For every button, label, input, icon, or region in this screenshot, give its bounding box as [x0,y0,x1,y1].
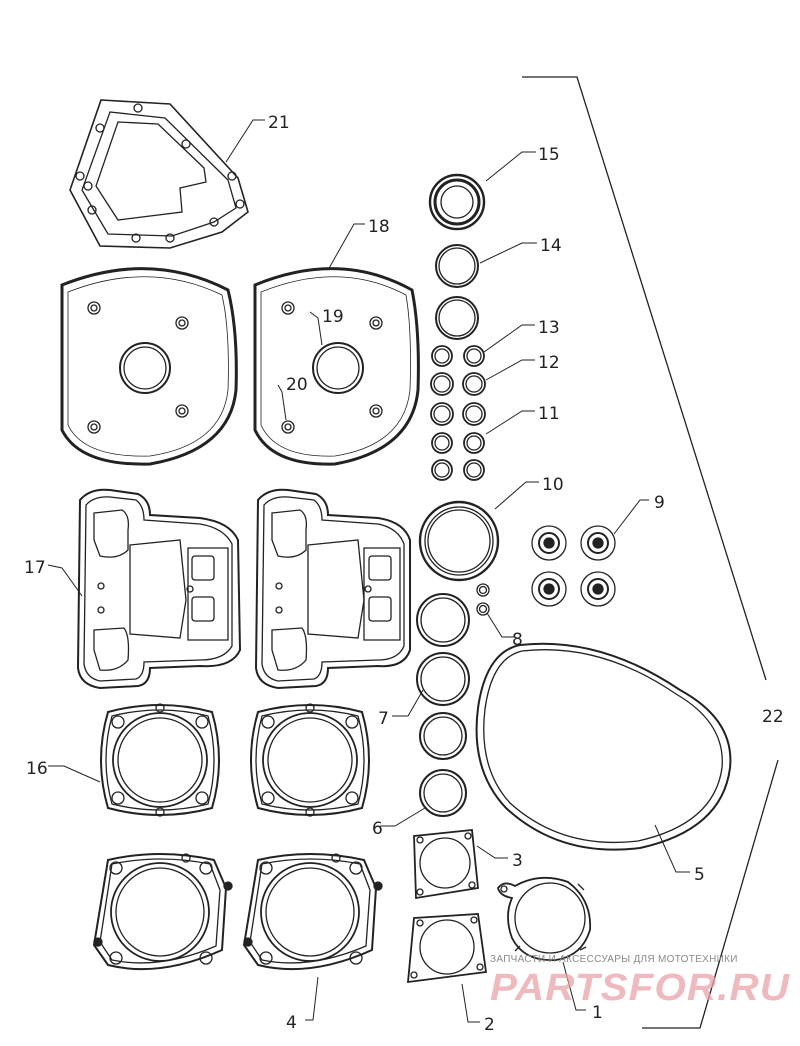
watermark: ЗАПЧАСТИ И АКСЕССУАРЫ ДЛЯ МОТОТЕХНИКИ PA… [490,954,791,1009]
part-1-flange-gasket [497,876,591,961]
part-14-o-rings [435,244,479,340]
part-8-tiny-o-rings [476,583,490,616]
callout-6: 6 [372,819,383,839]
callout-8: 8 [512,630,523,650]
part-5-primary-gasket [475,642,732,851]
part-18-cover-gasket-left [60,267,238,466]
callout-21: 21 [268,113,290,133]
leader-lines [47,119,690,1023]
callout-15: 15 [538,145,560,165]
part-16-head-gasket-left [100,703,220,817]
callout-9: 9 [654,493,665,513]
callout-4: 4 [286,1013,297,1033]
part-4-base-gasket-left [92,853,233,971]
callout-10: 10 [542,475,564,495]
part-2-square-gasket [406,913,488,984]
part-18-cover-gasket-right [253,267,420,466]
part-9-grommets [531,525,616,607]
part-15-oil-seal [428,173,486,231]
callout-3: 3 [512,851,523,871]
callout-16: 16 [26,759,48,779]
parts-6-7-o-rings [416,593,470,817]
part-4-base-gasket-right [242,853,383,971]
parts-11-13-small-o-rings [430,345,486,481]
callout-19: 19 [322,307,344,327]
callout-17: 17 [24,558,46,578]
part-3-square-gasket [413,829,479,900]
part-16-head-gasket-right [250,703,370,817]
callout-20: 20 [286,375,308,395]
watermark-tagline: ЗАПЧАСТИ И АКСЕССУАРЫ ДЛЯ МОТОТЕХНИКИ [490,954,738,965]
callout-22: 22 [762,707,784,727]
callout-13: 13 [538,318,560,338]
callout-11: 11 [538,404,560,424]
callout-5: 5 [694,865,705,885]
callout-1: 1 [592,1003,603,1023]
callout-12: 12 [538,353,560,373]
part-10-large-o-ring [418,500,500,582]
callout-7: 7 [378,709,389,729]
callout-labels: 21 18 15 14 13 12 11 10 9 19 20 8 17 16 … [24,113,784,1035]
callout-18: 18 [368,217,390,237]
callout-2: 2 [484,1015,495,1035]
part-21-cam-cover-gasket [69,99,249,249]
part-17-rocker-gasket-left [76,488,242,690]
callout-14: 14 [540,236,562,256]
kit-bracket [522,76,779,1029]
watermark-brand: PARTSFOR.RU [490,967,791,1009]
part-17-rocker-gasket-right [254,488,411,690]
